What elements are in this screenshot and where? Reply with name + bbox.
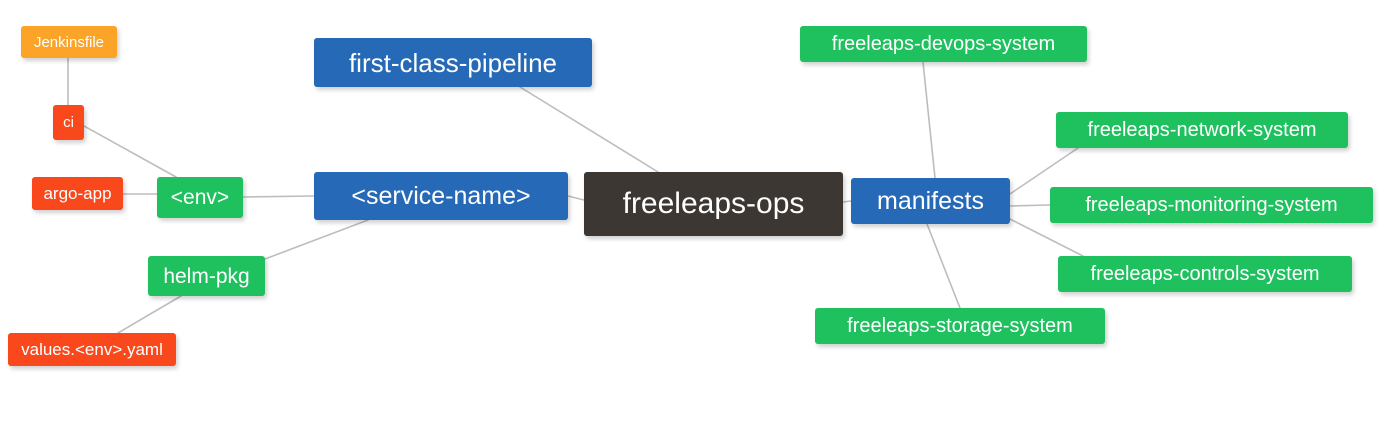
mindmap-node-freeleaps-ops[interactable]: freeleaps-ops xyxy=(584,172,843,236)
mindmap-node-jenkinsfile[interactable]: Jenkinsfile xyxy=(21,26,117,58)
mindmap-node-freeleaps-controls-system[interactable]: freeleaps-controls-system xyxy=(1058,256,1352,292)
mindmap-node-first-class-pipeline[interactable]: first-class-pipeline xyxy=(314,38,592,87)
node-label-helm-pkg: helm-pkg xyxy=(163,264,250,288)
edge-manifests-to-freeleaps-devops-system xyxy=(922,61,936,179)
mindmap-node-freeleaps-storage-system[interactable]: freeleaps-storage-system xyxy=(815,308,1105,344)
mindmap-node-ci[interactable]: ci xyxy=(53,105,84,140)
mindmap-node-helm-pkg[interactable]: helm-pkg xyxy=(148,256,265,296)
mindmap-node-freeleaps-network-system[interactable]: freeleaps-network-system xyxy=(1056,112,1348,148)
node-label-freeleaps-monitoring-system: freeleaps-monitoring-system xyxy=(1085,194,1338,216)
node-label-argo-app: argo-app xyxy=(43,184,112,203)
edge-freeleaps-ops-to-first-class-pipeline xyxy=(519,86,659,173)
node-label-jenkinsfile: Jenkinsfile xyxy=(33,33,105,51)
node-label-ci: ci xyxy=(63,114,74,131)
edge-service-name-to-helm-pkg xyxy=(264,219,369,260)
edge-freeleaps-ops-to-manifests xyxy=(842,200,852,203)
edge-freeleaps-ops-to-service-name xyxy=(567,195,585,201)
mindmap-node-service-name[interactable]: <service-name> xyxy=(314,172,568,220)
edge-manifests-to-freeleaps-monitoring-system xyxy=(1009,204,1051,207)
node-label-service-name: <service-name> xyxy=(351,181,531,210)
edge-service-name-to-env xyxy=(242,195,315,198)
edge-env-to-ci xyxy=(83,125,177,178)
node-label-freeleaps-controls-system: freeleaps-controls-system xyxy=(1090,263,1320,285)
node-label-manifests: manifests xyxy=(877,186,984,215)
edge-manifests-to-freeleaps-storage-system xyxy=(926,223,961,309)
edge-helm-pkg-to-values-env-yaml xyxy=(117,295,182,334)
mindmap-node-manifests[interactable]: manifests xyxy=(851,178,1010,224)
node-label-env: <env> xyxy=(170,186,230,209)
node-label-values-env-yaml: values.<env>.yaml xyxy=(21,340,163,359)
mindmap-node-freeleaps-monitoring-system[interactable]: freeleaps-monitoring-system xyxy=(1050,187,1373,223)
mindmap-node-argo-app[interactable]: argo-app xyxy=(32,177,123,210)
node-label-freeleaps-network-system: freeleaps-network-system xyxy=(1087,119,1317,141)
node-label-freeleaps-ops: freeleaps-ops xyxy=(622,187,805,220)
mindmap-node-env[interactable]: <env> xyxy=(157,177,243,218)
mindmap-node-freeleaps-devops-system[interactable]: freeleaps-devops-system xyxy=(800,26,1087,62)
mindmap-node-values-env-yaml[interactable]: values.<env>.yaml xyxy=(8,333,176,366)
node-label-first-class-pipeline: first-class-pipeline xyxy=(348,47,558,78)
node-label-freeleaps-storage-system: freeleaps-storage-system xyxy=(847,315,1073,337)
node-label-freeleaps-devops-system: freeleaps-devops-system xyxy=(831,33,1056,55)
edge-manifests-to-freeleaps-controls-system xyxy=(1009,218,1084,257)
